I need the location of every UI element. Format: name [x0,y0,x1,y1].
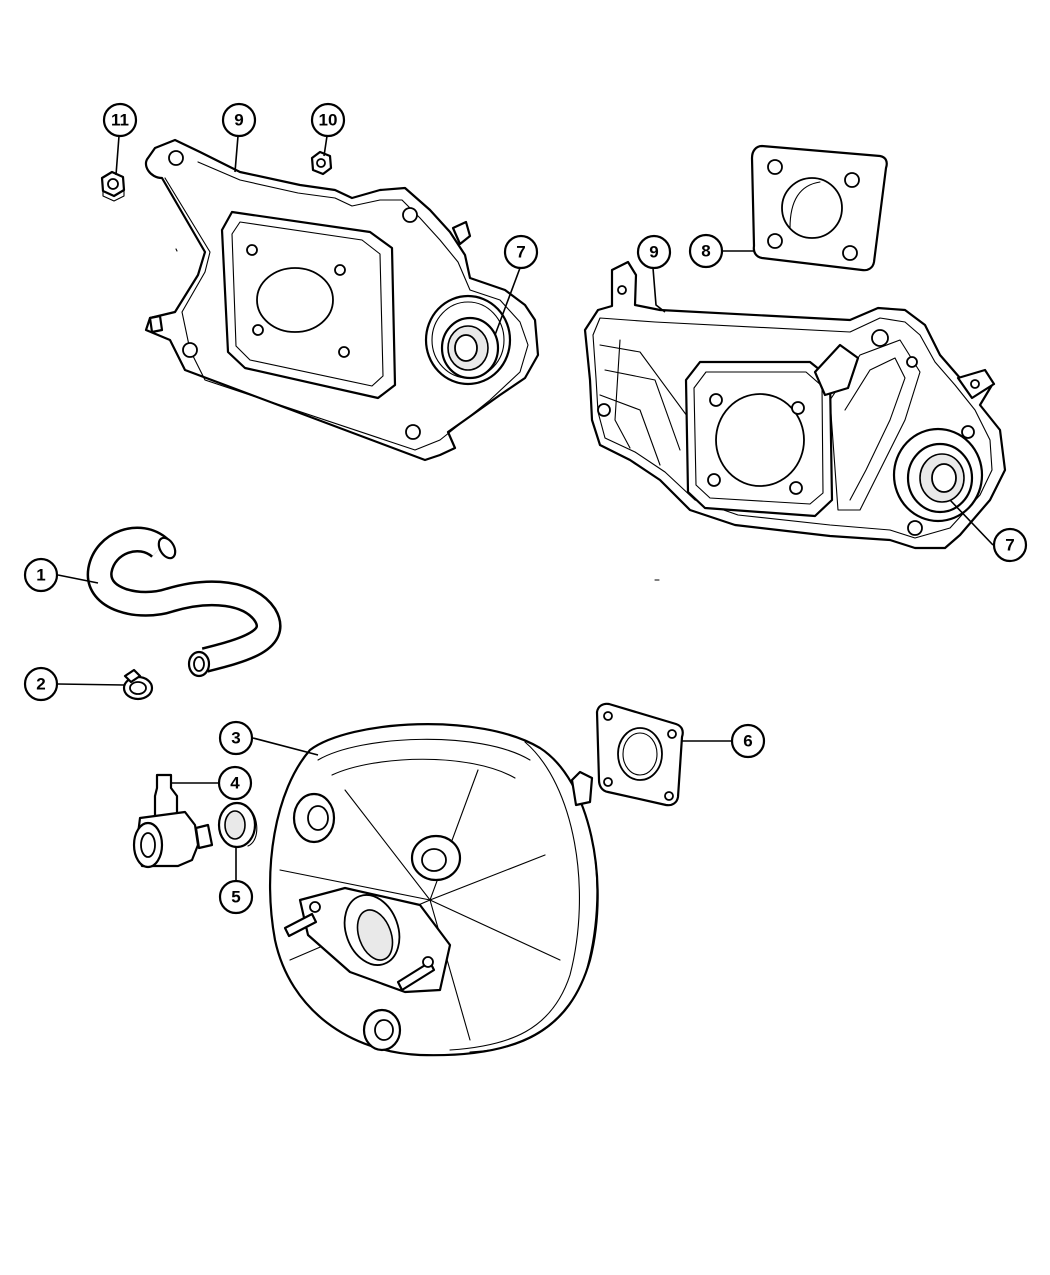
callout-label: 8 [701,242,710,261]
check-valve-part-4 [132,773,214,869]
callout-4: 4 [217,765,253,801]
callout-10: 10 [310,102,346,138]
vacuum-hose-part-1 [86,526,282,678]
bushing-part-7-right [906,442,974,514]
callout-7-right: 7 [992,527,1028,563]
bushing-part-7-left [440,316,500,380]
callout-9-right: 9 [636,234,672,270]
callout-9-left: 9 [221,102,257,138]
callout-8: 8 [688,233,724,269]
callout-label: 1 [36,566,45,585]
square-plate-part-8 [750,144,888,272]
callout-11: 11 [102,102,138,138]
callout-label: 11 [111,111,129,130]
callout-label: 5 [231,888,240,907]
grommet-part-5 [217,801,258,849]
callout-label: 10 [319,111,338,130]
leader-lines [57,135,994,880]
callout-label: 7 [1005,536,1014,555]
callout-6: 6 [730,723,766,759]
callout-label: 9 [649,243,658,262]
callout-1: 1 [23,557,59,593]
mounting-bracket-part-9-left [144,138,540,462]
nut-part-10 [310,150,333,176]
nut-part-11 [100,170,126,202]
callout-label: 4 [230,774,240,793]
callout-5: 5 [218,879,254,915]
callout-7-left: 7 [503,234,539,270]
brake-booster-part-3 [268,723,599,1057]
stray-mark [175,248,178,252]
callout-label: 9 [234,111,243,130]
callout-3: 3 [218,720,254,756]
gasket-part-6 [595,702,684,807]
callout-label: 3 [231,729,240,748]
callout-label: 7 [516,243,525,262]
callout-2: 2 [23,666,59,702]
callout-label: 2 [36,675,45,694]
callout-label: 6 [743,732,752,751]
hose-clamp-part-2 [122,668,154,701]
